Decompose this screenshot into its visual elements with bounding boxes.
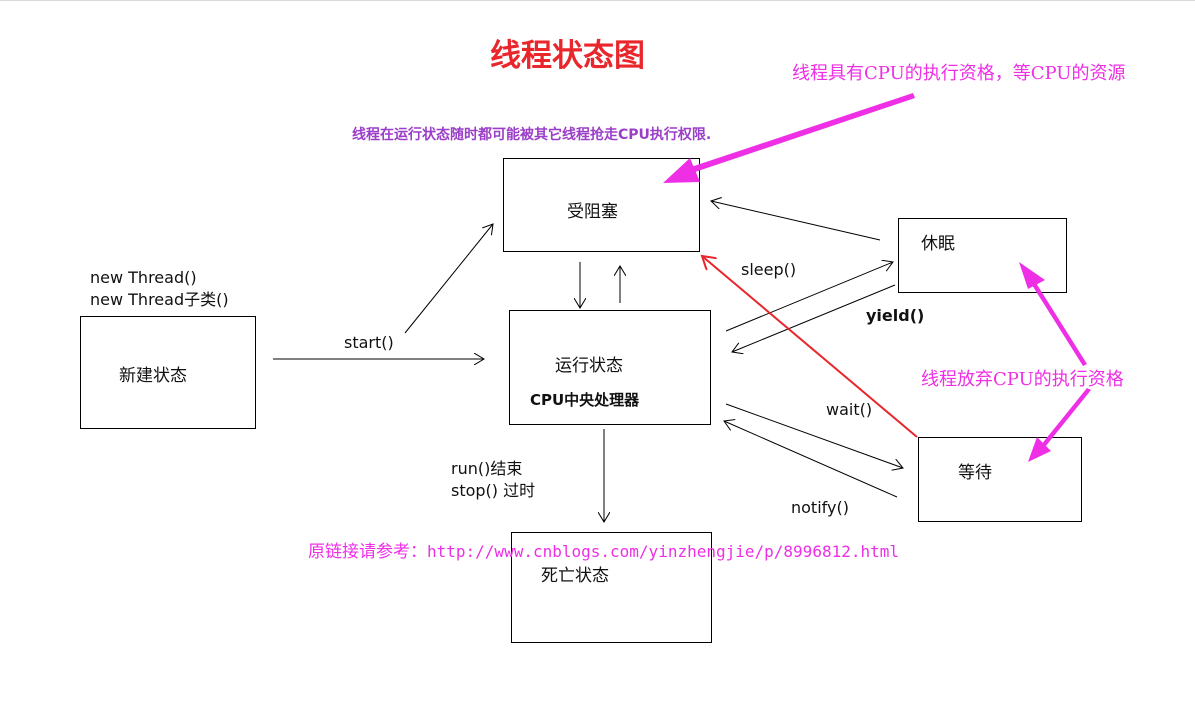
state-blocked-box: 受阻塞	[503, 158, 700, 252]
label-wait: wait()	[826, 400, 873, 419]
state-sleep-label: 休眠	[921, 234, 955, 254]
arrow-wait	[725, 403, 903, 468]
arrow-sleep-to-blocked	[711, 201, 881, 241]
label-sleep: sleep()	[741, 260, 797, 279]
note-preempted: 线程在运行状态随时都可能被其它线程抢走CPU执行权限.	[352, 127, 712, 143]
state-running-label: 运行状态	[555, 356, 623, 376]
state-dead-label: 死亡状态	[541, 566, 609, 586]
callout-arrow-to-sleep	[1019, 262, 1087, 366]
top-border	[0, 0, 1195, 1]
label-new-thread-2: new Thread子类()	[90, 290, 229, 309]
label-run-end: run()结束	[451, 459, 523, 478]
state-dead-box: 死亡状态	[511, 532, 712, 643]
label-yield: yield()	[866, 306, 925, 325]
label-new-thread: new Thread() new Thread子类()	[90, 267, 229, 311]
source-url[interactable]: http://www.cnblogs.com/yinzhengjie/p/899…	[427, 542, 900, 561]
callout-arrow-to-wait	[1028, 388, 1091, 462]
arrow-wait-to-blocked-red	[702, 256, 918, 438]
arrow-yield	[732, 284, 896, 352]
arrow-notify	[724, 421, 898, 498]
source-prefix: 原链接请参考：	[308, 542, 427, 562]
state-running-cpu-label: CPU中央处理器	[530, 391, 640, 409]
callout-arrow-top	[663, 93, 915, 183]
note-give-up-cpu: 线程放弃CPU的执行资格	[921, 369, 1124, 390]
diagram-title: 线程状态图	[490, 38, 645, 74]
state-new-label: 新建状态	[119, 366, 187, 386]
label-new-thread-1: new Thread()	[90, 268, 197, 287]
label-notify: notify()	[791, 498, 849, 517]
source-line: 原链接请参考：http://www.cnblogs.com/yinzhengji…	[308, 537, 899, 562]
state-wait-label: 等待	[958, 463, 992, 483]
arrow-sleep	[725, 262, 893, 332]
state-sleep-box: 休眠	[898, 218, 1067, 293]
label-start: start()	[344, 333, 394, 352]
label-stop: stop() 过时	[451, 481, 536, 500]
state-new-box: 新建状态	[80, 316, 256, 429]
note-has-cpu-qualification: 线程具有CPU的执行资格，等CPU的资源	[792, 63, 1126, 84]
label-run-end-stop: run()结束 stop() 过时	[451, 458, 535, 502]
state-blocked-label: 受阻塞	[567, 202, 618, 222]
state-wait-box: 等待	[918, 437, 1082, 522]
arrow-to-blocked	[404, 224, 493, 334]
state-running-box: 运行状态 CPU中央处理器	[509, 310, 711, 425]
